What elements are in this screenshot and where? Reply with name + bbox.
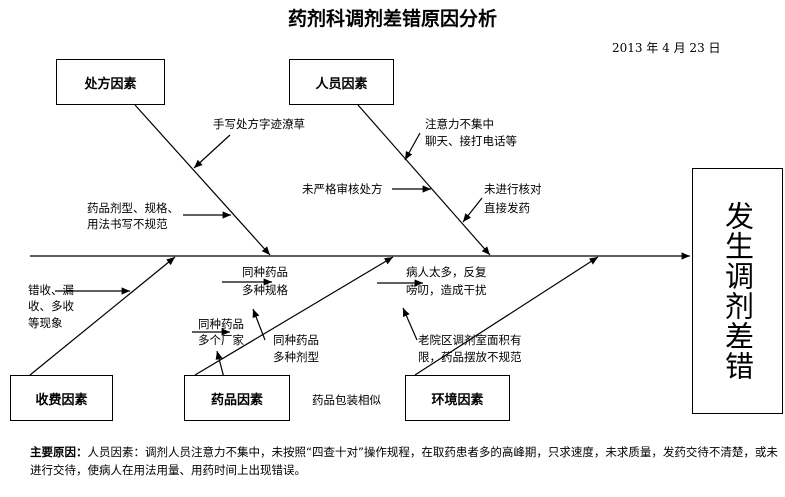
category-environment: 环境因素 <box>405 375 510 421</box>
cause-forms-1: 同种药品 <box>273 333 319 347</box>
cause-attention-1: 注意力不集中 <box>425 117 494 131</box>
cause-billing-3: 等现象 <box>28 316 63 330</box>
category-prescription: 处方因素 <box>56 59 165 105</box>
bone-prescription <box>134 104 271 256</box>
bone-billing <box>29 256 176 376</box>
cause-not-reviewed: 未严格审核处方 <box>302 182 383 196</box>
arrow-room <box>402 307 418 341</box>
cause-room-1: 老院区调剂室面积有 <box>418 333 522 347</box>
cause-forms-2: 多种剂型 <box>273 350 319 364</box>
cause-specs-1: 同种药品 <box>242 265 288 279</box>
cause-attention-2: 聊天、接打电话等 <box>425 134 517 148</box>
cause-dosage-1: 药品剂型、规格、 <box>87 201 179 215</box>
effect-box: 发生调剂差错 <box>692 168 783 414</box>
bone-environment <box>414 256 599 376</box>
cause-dosage-2: 用法书写不规范 <box>87 217 168 231</box>
cause-room-2: 限，药品摆放不规范 <box>418 350 522 364</box>
summary: 主要原因：人员因素：调剂人员注意力不集中，未按照“四查十对”操作规程，在取药患者… <box>30 443 780 479</box>
cause-maker-2: 多个厂家 <box>198 333 244 347</box>
date: 2013 年 4 月 23 日 <box>612 41 721 55</box>
arrow-attention <box>404 132 421 161</box>
cause-specs-2: 多种规格 <box>242 283 288 297</box>
cause-handwriting: 手写处方字迹潦草 <box>213 117 305 131</box>
cause-billing-2: 收、多收 <box>28 299 74 313</box>
category-staff: 人员因素 <box>289 59 394 105</box>
bone-drug <box>194 256 394 376</box>
cause-maker-1: 同种药品 <box>198 317 244 331</box>
category-drug: 药品因素 <box>184 375 290 421</box>
effect-label: 发生调剂差错 <box>720 201 755 381</box>
summary-label: 主要原因： <box>30 445 88 459</box>
category-billing: 收费因素 <box>10 375 113 421</box>
arrow-forms <box>252 308 266 341</box>
bone-staff <box>357 104 491 256</box>
cause-packaging: 药品包装相似 <box>312 393 381 407</box>
cause-patients-2: 唠叨，造成干扰 <box>406 283 487 297</box>
arrow-handwriting <box>193 134 231 169</box>
cause-not-checked-1: 未进行核对 <box>484 182 542 196</box>
page-title: 药剂科调剂差错原因分析 <box>287 8 497 30</box>
cause-billing-1: 错收、漏 <box>28 283 74 297</box>
summary-text: 人员因素：调剂人员注意力不集中，未按照“四查十对”操作规程，在取药患者多的高峰期… <box>30 445 778 477</box>
cause-patients-1: 病人太多，反复 <box>406 265 487 279</box>
arrow-not-checked <box>462 197 483 223</box>
cause-not-checked-2: 直接发药 <box>484 201 530 215</box>
